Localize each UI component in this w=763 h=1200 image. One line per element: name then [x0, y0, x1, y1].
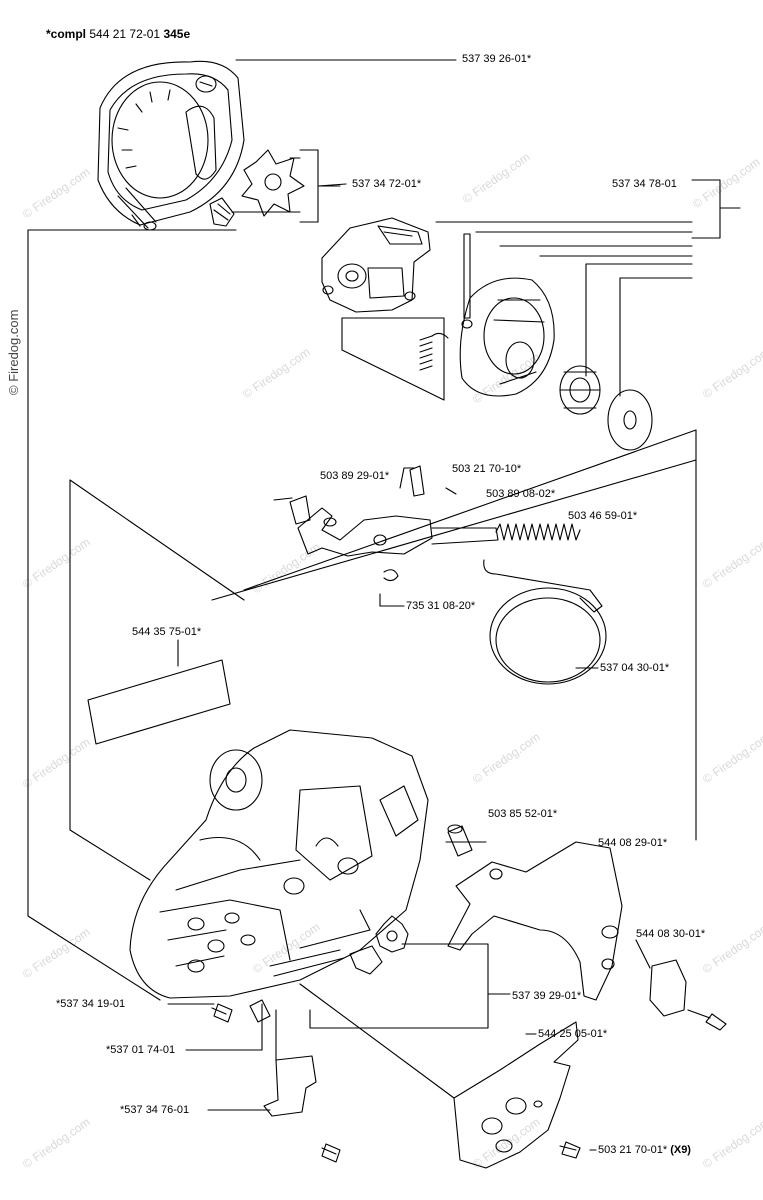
starter-cover-drawing — [97, 60, 245, 231]
header-part-number: 544 21 72-01 — [89, 27, 161, 41]
part-label-503-21-70-01: 503 21 70-01* (X9) — [598, 1144, 691, 1156]
part-label-503-89-08-02: 503 89 08-02* — [486, 488, 556, 500]
brake-band-drawing — [489, 587, 607, 685]
part-label-537-04-30-01: 537 04 30-01* — [600, 662, 670, 674]
clutch-cover-main-drawing — [129, 729, 429, 999]
part-label-537-34-78-01: 537 34 78-01 — [612, 178, 677, 190]
decal-drawing — [87, 659, 231, 745]
part-label-503-21-70-10: 503 21 70-10* — [452, 463, 522, 475]
brake-lever-drawing — [273, 465, 499, 582]
part-label-544-35-75-01: 544 35 75-01* — [132, 626, 202, 638]
part-label-537-34-72-01: 537 34 72-01* — [352, 178, 422, 190]
bar-cover-drawing — [453, 1021, 579, 1169]
part-label-503-89-29-01: 503 89 29-01* — [320, 470, 390, 482]
clutch-cover-drawing — [459, 277, 555, 397]
part-label-544-25-05-01: 544 25 05-01* — [538, 1028, 608, 1040]
nut-drawing — [559, 365, 601, 415]
header-prefix: *compl — [46, 27, 87, 41]
adjuster-gear-drawing — [349, 915, 409, 975]
part-label-544-08-30-01: 544 08 30-01* — [636, 928, 706, 940]
chain-brake-handle-drawing — [321, 217, 431, 313]
part-label-735-31-08-20: 735 31 08-20* — [406, 600, 476, 612]
header-model: 345e — [163, 27, 191, 41]
part-label-537-39-29-01: 537 39 29-01* — [512, 990, 582, 1002]
part-label-537-01-74-01: *537 01 74-01 — [106, 1044, 176, 1056]
part-number: 503 21 70-01* — [598, 1144, 668, 1156]
coil-spring-drawing — [495, 523, 581, 541]
part-label-537-39-26-01: 537 39 26-01* — [462, 53, 532, 65]
part-label-503-85-52-01: 503 85 52-01* — [488, 808, 558, 820]
part-label-503-46-59-01: 503 46 59-01* — [568, 510, 638, 522]
part-label-544-08-29-01: 544 08 29-01* — [598, 837, 668, 849]
part-label-537-34-76-01: *537 34 76-01 — [120, 1104, 190, 1116]
part-label-537-34-19-01: *537 34 19-01 — [56, 998, 126, 1010]
quantity-note: (X9) — [670, 1144, 691, 1156]
chain-guide-plate-drawing — [447, 841, 623, 1001]
washer-drawing — [607, 389, 653, 451]
assembly-header: *compl 544 21 72-01 345e — [46, 28, 190, 40]
spring-drawing — [419, 332, 449, 371]
